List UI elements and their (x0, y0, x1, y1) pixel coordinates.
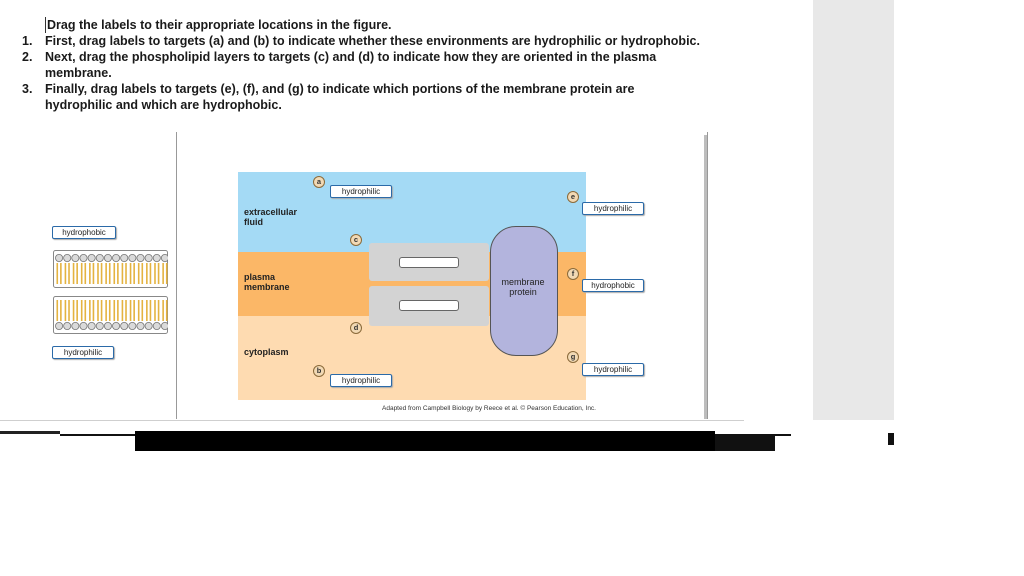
step-text: First, drag labels to targets (a) and (b… (45, 34, 700, 48)
membrane-protein (490, 226, 558, 356)
target-marker-g: g (567, 351, 579, 363)
lipid-head (103, 321, 112, 330)
lipid-head (128, 254, 137, 262)
bottom-bar-fragment (0, 431, 60, 434)
drop-target-c[interactable] (369, 243, 489, 281)
lipid-head (160, 254, 168, 262)
target-marker-a: a (313, 176, 325, 188)
lipid-head (112, 321, 121, 330)
plasma-membrane-label: plasma membrane (244, 272, 290, 292)
target-marker-d: d (350, 322, 362, 334)
target-marker-f: f (567, 268, 579, 280)
lipid-head (55, 321, 64, 330)
cytoplasm-label: cytoplasm (244, 347, 289, 357)
divider (0, 420, 744, 421)
extracellular-region-edge (556, 230, 586, 252)
placed-label-f[interactable]: hydrophobic (582, 279, 644, 292)
lipid-head (55, 254, 64, 262)
lipid-head (112, 254, 121, 262)
instruction-step: 3. Finally, drag labels to targets (e), … (22, 81, 722, 113)
lipid-head (79, 321, 88, 330)
instructions-steps: 1. First, drag labels to targets (a) and… (22, 33, 722, 113)
lipid-head (152, 321, 161, 330)
instructions-intro: Drag the labels to their appropriate loc… (45, 17, 722, 33)
phospholipid-layer-heads-down[interactable] (53, 296, 168, 334)
lipid-head (144, 254, 153, 262)
placed-label-g[interactable]: hydrophilic (582, 363, 644, 376)
drop-target-d[interactable] (369, 286, 489, 326)
step-number: 3. (22, 82, 33, 96)
instruction-step: 2. Next, drag the phospholipid layers to… (22, 49, 722, 81)
lipid-head (144, 321, 153, 330)
activity-frame-shadow (704, 135, 707, 419)
lipid-head (160, 322, 168, 330)
bank-label-hydrophobic[interactable]: hydrophobic (52, 226, 116, 239)
bottom-bar-fragment (715, 434, 775, 451)
placed-label-b[interactable]: hydrophilic (330, 374, 392, 387)
lipid-head (63, 321, 72, 330)
lipid-head (79, 254, 88, 262)
lipid-head (136, 321, 145, 330)
lipid-head (71, 254, 80, 262)
phospholipid-layer-heads-up[interactable] (53, 250, 168, 288)
bank-label-hydrophilic[interactable]: hydrophilic (52, 346, 114, 359)
target-marker-c: c (350, 234, 362, 246)
drop-target-d-slot[interactable] (399, 300, 459, 311)
placed-label-e[interactable]: hydrophilic (582, 202, 644, 215)
bottom-bar-fragment (775, 434, 791, 436)
instruction-step: 1. First, drag labels to targets (a) and… (22, 33, 722, 49)
lipid-head (136, 254, 145, 262)
step-text: Finally, drag labels to targets (e), (f)… (45, 82, 635, 112)
lipid-head (87, 254, 96, 262)
lipid-head (71, 321, 80, 330)
lipid-head (63, 254, 72, 262)
lipid-head (152, 254, 161, 262)
bottom-bar (135, 431, 715, 451)
step-number: 1. (22, 34, 33, 48)
placed-label-a[interactable]: hydrophilic (330, 185, 392, 198)
bottom-bar-fragment (888, 433, 894, 445)
lipid-head (120, 254, 129, 262)
target-marker-e: e (567, 191, 579, 203)
lipid-head (128, 321, 137, 330)
drop-target-c-slot[interactable] (399, 257, 459, 268)
lipid-head (95, 321, 104, 330)
instructions: Drag the labels to their appropriate loc… (22, 17, 722, 113)
bottom-bar-fragment (60, 434, 135, 436)
membrane-protein-label: membrane protein (501, 277, 545, 297)
lipid-head (120, 321, 129, 330)
step-text: Next, drag the phospholipid layers to ta… (45, 50, 657, 80)
lipid-head (95, 254, 104, 262)
step-number: 2. (22, 50, 33, 64)
lipid-head (87, 321, 96, 330)
target-marker-b: b (313, 365, 325, 377)
extracellular-fluid-label: extracellular fluid (244, 207, 298, 227)
figure-credit: Adapted from Campbell Biology by Reece e… (382, 405, 596, 412)
lipid-head (103, 254, 112, 262)
side-panel (813, 0, 894, 420)
